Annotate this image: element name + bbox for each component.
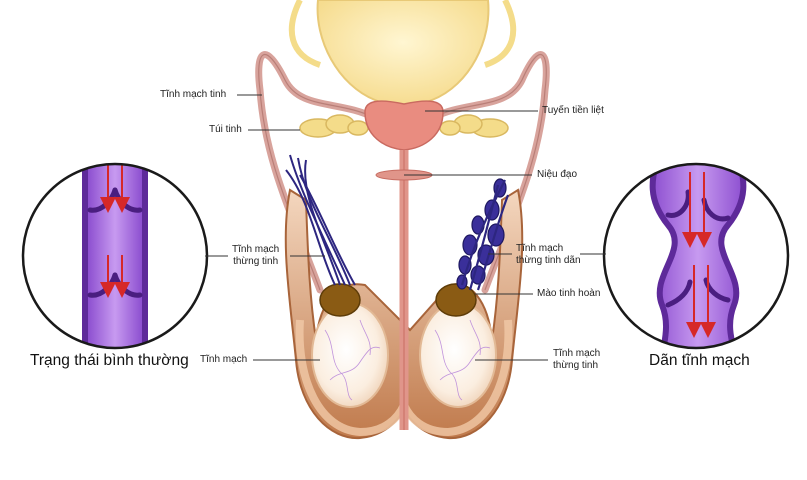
label-vein: Tĩnh mạch [200,354,248,365]
seminal-vesicles [299,114,509,138]
pelvis-outline [288,0,517,68]
label-cord-vein-left-line1: Tĩnh mạch [232,244,280,255]
left-epididymis [319,283,361,317]
right-epididymis [435,283,477,317]
normal-vein-circle [21,162,209,350]
caption-varicocele: Dãn tĩnh mạch [649,352,750,369]
label-seminal-vesicle: Túi tinh [209,124,242,135]
urethra [375,150,433,430]
label-epididymis: Mào tinh hoàn [537,288,601,299]
dilated-vein-circle [602,162,790,350]
label-cord-vein-left: Tĩnh mạch thừng tinh [232,244,279,268]
label-dilated-cord-vein: Tĩnh mạch thừng tinh dãn [516,243,581,267]
label-dilated-cord-vein-line1: Tĩnh mạch [516,243,564,254]
prostate [364,100,444,151]
label-cord-vein-left-line2: thừng tinh [233,256,279,267]
left-cord-veins [285,154,356,286]
label-prostate: Tuyến tiền liệt [542,105,604,116]
left-testis [311,302,389,408]
leader-lines [205,94,606,361]
caption-normal-state: Trạng thái bình thường [30,352,189,369]
label-cord-vein-right-line2: thừng tinh [553,360,599,371]
bladder [316,0,490,107]
label-dilated-cord-vein-line2: thừng tinh dãn [516,255,581,266]
label-spermatic-vein: Tĩnh mạch tinh [160,89,227,100]
label-cord-vein-right-line1: Tĩnh mạch [553,348,601,359]
label-urethra: Niệu đạo [537,169,578,180]
label-cord-vein-right: Tĩnh mạch thừng tinh [553,348,600,372]
